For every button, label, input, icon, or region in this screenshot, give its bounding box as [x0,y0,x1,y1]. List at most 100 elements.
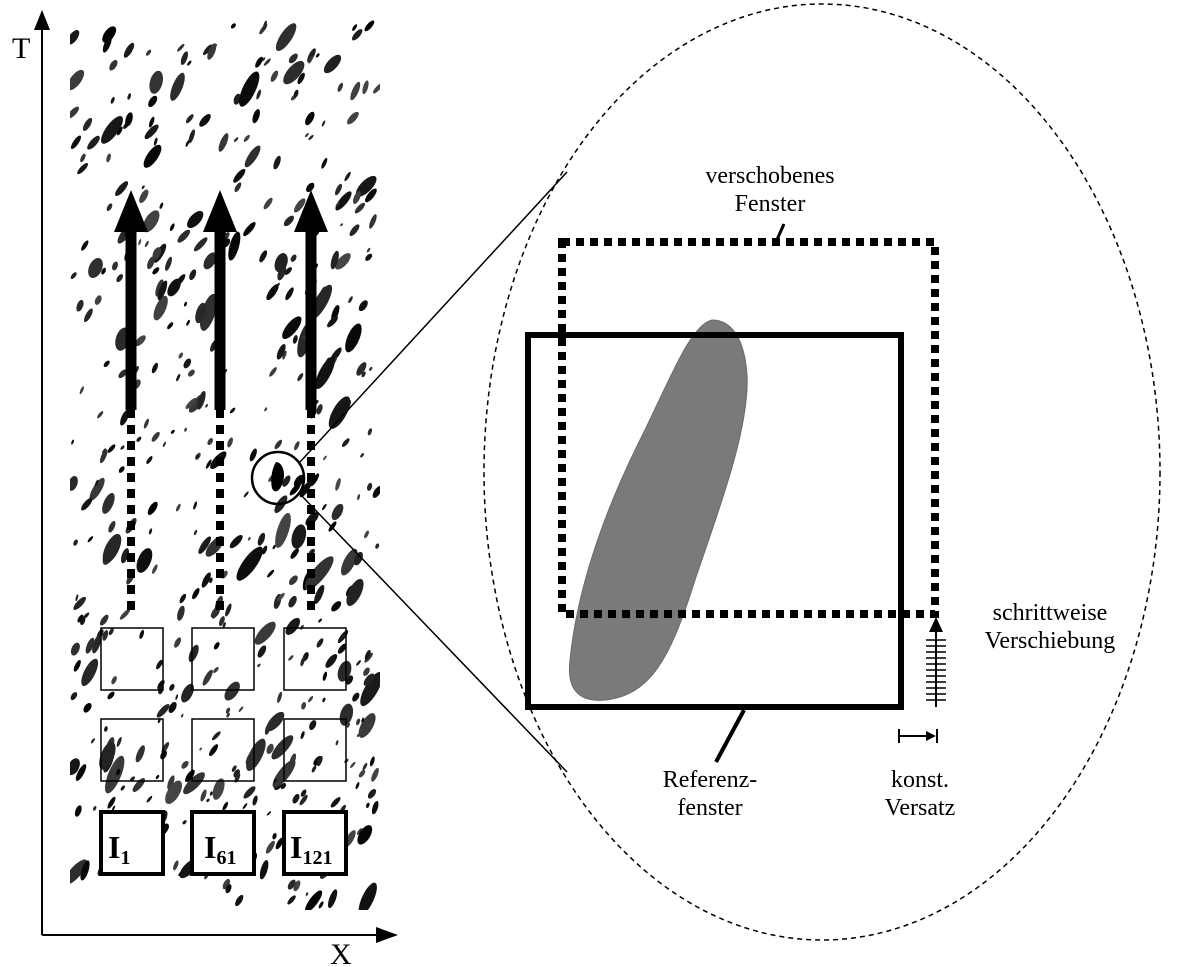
particle-dot [309,720,317,731]
particle-dot [352,29,363,41]
particle-dot [87,536,94,543]
particle-dot [70,475,78,491]
particle-dot [71,439,75,445]
particle-dot [176,373,181,382]
particle-dot [175,694,179,700]
stepwise-shift-label: schrittweise Verschiebung [950,599,1150,655]
particle-dot [366,247,371,253]
particle-dot [87,135,100,150]
particle-dot [273,155,281,170]
particle-dot [257,663,261,668]
particle-dot [120,409,130,426]
particle-dot [297,72,305,85]
particle-dot [335,253,351,270]
particle-dot [372,485,380,498]
particle-dot [99,449,108,464]
particle-dot [243,134,250,142]
window-index-boxes: I1 I61 I121 [99,810,348,876]
particle-dot [345,323,362,353]
particle-dot [321,157,328,169]
particle-dot [257,645,267,658]
particle-dot [203,44,213,56]
window-lower-61 [191,718,255,782]
particle-dot [187,210,204,229]
particle-dot [167,278,181,297]
particle-dot [225,707,231,714]
particle-dot [331,304,340,322]
stepwise-shift-scale [926,617,946,707]
particle-dot [273,778,277,784]
particle-dot [116,736,122,747]
particle-dot [360,671,380,707]
particle-dot [148,116,155,128]
particle-dot [165,780,183,805]
particle-dot [77,163,88,175]
particle-dot [316,404,323,415]
particle-dot [167,775,175,790]
shifted-window-pointer [773,223,786,245]
particle-dot [222,801,229,811]
stepwise-shift-label-line1: schrittweise [992,600,1108,626]
particle-dot [108,521,116,533]
particle-dot [213,642,220,650]
particle-dot [308,134,314,141]
particle-dot [285,287,294,301]
particle-dot [218,133,229,152]
particle-dot [144,240,149,248]
particle-dot [136,548,153,573]
particle-dot [94,479,99,487]
particle-dot [325,653,338,668]
particle-image-strip [70,20,380,910]
particle-dot [272,544,276,550]
particle-dot [151,362,159,374]
particle-dot [81,658,99,687]
particle-dot [229,534,243,549]
particle-dot [102,533,122,564]
particle-dot [254,621,276,645]
particle-dot [83,702,92,713]
particle-dot [290,548,299,559]
particle-dot [337,660,352,682]
particle-dot [180,51,189,66]
highlighted-particle [271,462,285,492]
interrogation-windows [100,627,347,782]
particle-dot [362,762,368,771]
particle-dot [74,805,82,817]
particle-dot [283,215,295,227]
particle-dot [266,284,279,301]
particle-dot [123,42,135,58]
particle-dot [305,890,323,910]
particle-dot [198,536,212,554]
particle-dot [263,197,273,210]
particle-dot [187,369,195,377]
particle-dot [288,595,297,608]
particle-dot [264,407,268,412]
particle-dot [203,252,217,270]
particle-dot [357,825,373,845]
particle-dot [256,89,262,100]
particle-dot [299,480,312,498]
particle-dot [209,577,213,584]
particle-dot [356,660,361,666]
particle-dot [259,250,268,263]
particle-dot [269,367,277,377]
particle-dot [205,459,212,469]
particle-dot [331,601,342,612]
particle-dot [99,741,116,770]
particle-dot [73,659,81,672]
t-axis-label: T [12,32,30,65]
particle-dot [107,796,116,809]
particle-dot [75,764,87,782]
particle-dot [257,532,266,546]
zoom-line-lower [299,493,568,773]
particle-dot [270,70,279,82]
particle-dot [183,772,205,795]
particle-dot [199,747,202,751]
particle-dot [70,30,80,45]
particle-dot [330,250,339,270]
particle-dot [369,214,377,229]
particle-dot [195,454,199,459]
particle-dot [316,638,324,648]
particle-dot [106,203,113,212]
particle-dot [233,168,246,183]
